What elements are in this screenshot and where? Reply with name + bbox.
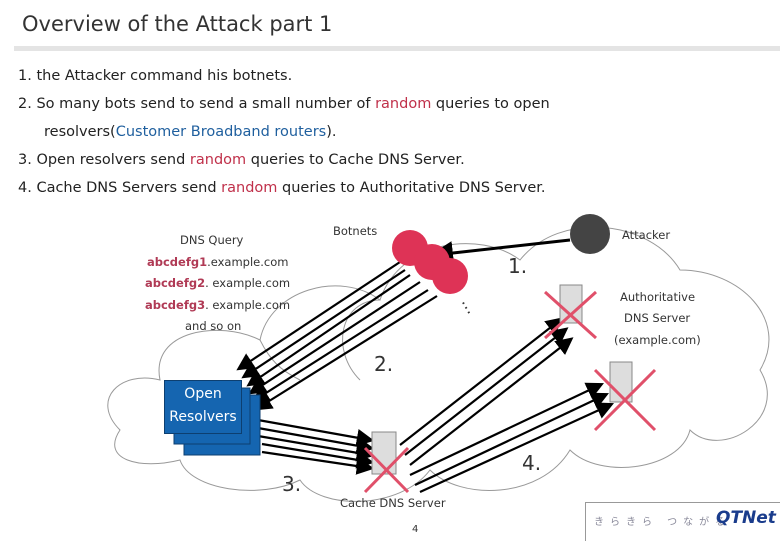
title-divider	[14, 46, 780, 51]
query-2: abcdefg2. example.com	[145, 276, 291, 290]
step-4: 4.	[522, 451, 542, 475]
query-3: abcdefg3. example.com	[145, 298, 291, 312]
page-number: 4	[412, 524, 419, 535]
step-1: 1.	[508, 254, 528, 278]
internet-cloud	[107, 226, 770, 502]
bullet-4: 4. Cache DNS Servers send random queries…	[18, 180, 546, 196]
and-so-on: and so on	[185, 319, 242, 333]
dns-query-label: DNS Query	[180, 233, 244, 247]
attacker-label: Attacker	[622, 228, 671, 242]
command-arrow	[429, 238, 571, 265]
bullet-2-cont: resolvers(Customer Broadband routers).	[44, 124, 337, 140]
botnets-label: Botnets	[333, 224, 378, 238]
dns-server-label: DNS Server	[624, 311, 691, 325]
company-logo: きらきら つながる QTNet	[585, 502, 780, 541]
query-arrows	[236, 238, 615, 494]
query-1: abcdefg1.example.com	[147, 255, 289, 269]
bullet-3: 3. Open resolvers send random queries to…	[18, 152, 465, 168]
logo-tagline: きらきら つながる	[594, 517, 732, 528]
authoritative-label: Authoritative	[620, 290, 696, 304]
bullet-1: 1. the Attacker command his botnets.	[18, 68, 293, 84]
attacker-icon	[570, 214, 610, 254]
cross-icon	[363, 290, 657, 494]
logo-brand: QTNet	[716, 508, 776, 528]
bullet-list: 1. the Attacker command his botnets. 2. …	[18, 62, 550, 202]
slide-title: Overview of the Attack part 1	[22, 12, 333, 36]
step-3: 3.	[282, 472, 302, 496]
step-2: 2.	[374, 352, 394, 376]
bullet-2: 2. So many bots send to send a small num…	[18, 96, 550, 112]
example-label: (example.com)	[614, 333, 701, 347]
cache-dns-label: Cache DNS Server	[340, 496, 446, 510]
botnet-icon	[392, 230, 468, 294]
